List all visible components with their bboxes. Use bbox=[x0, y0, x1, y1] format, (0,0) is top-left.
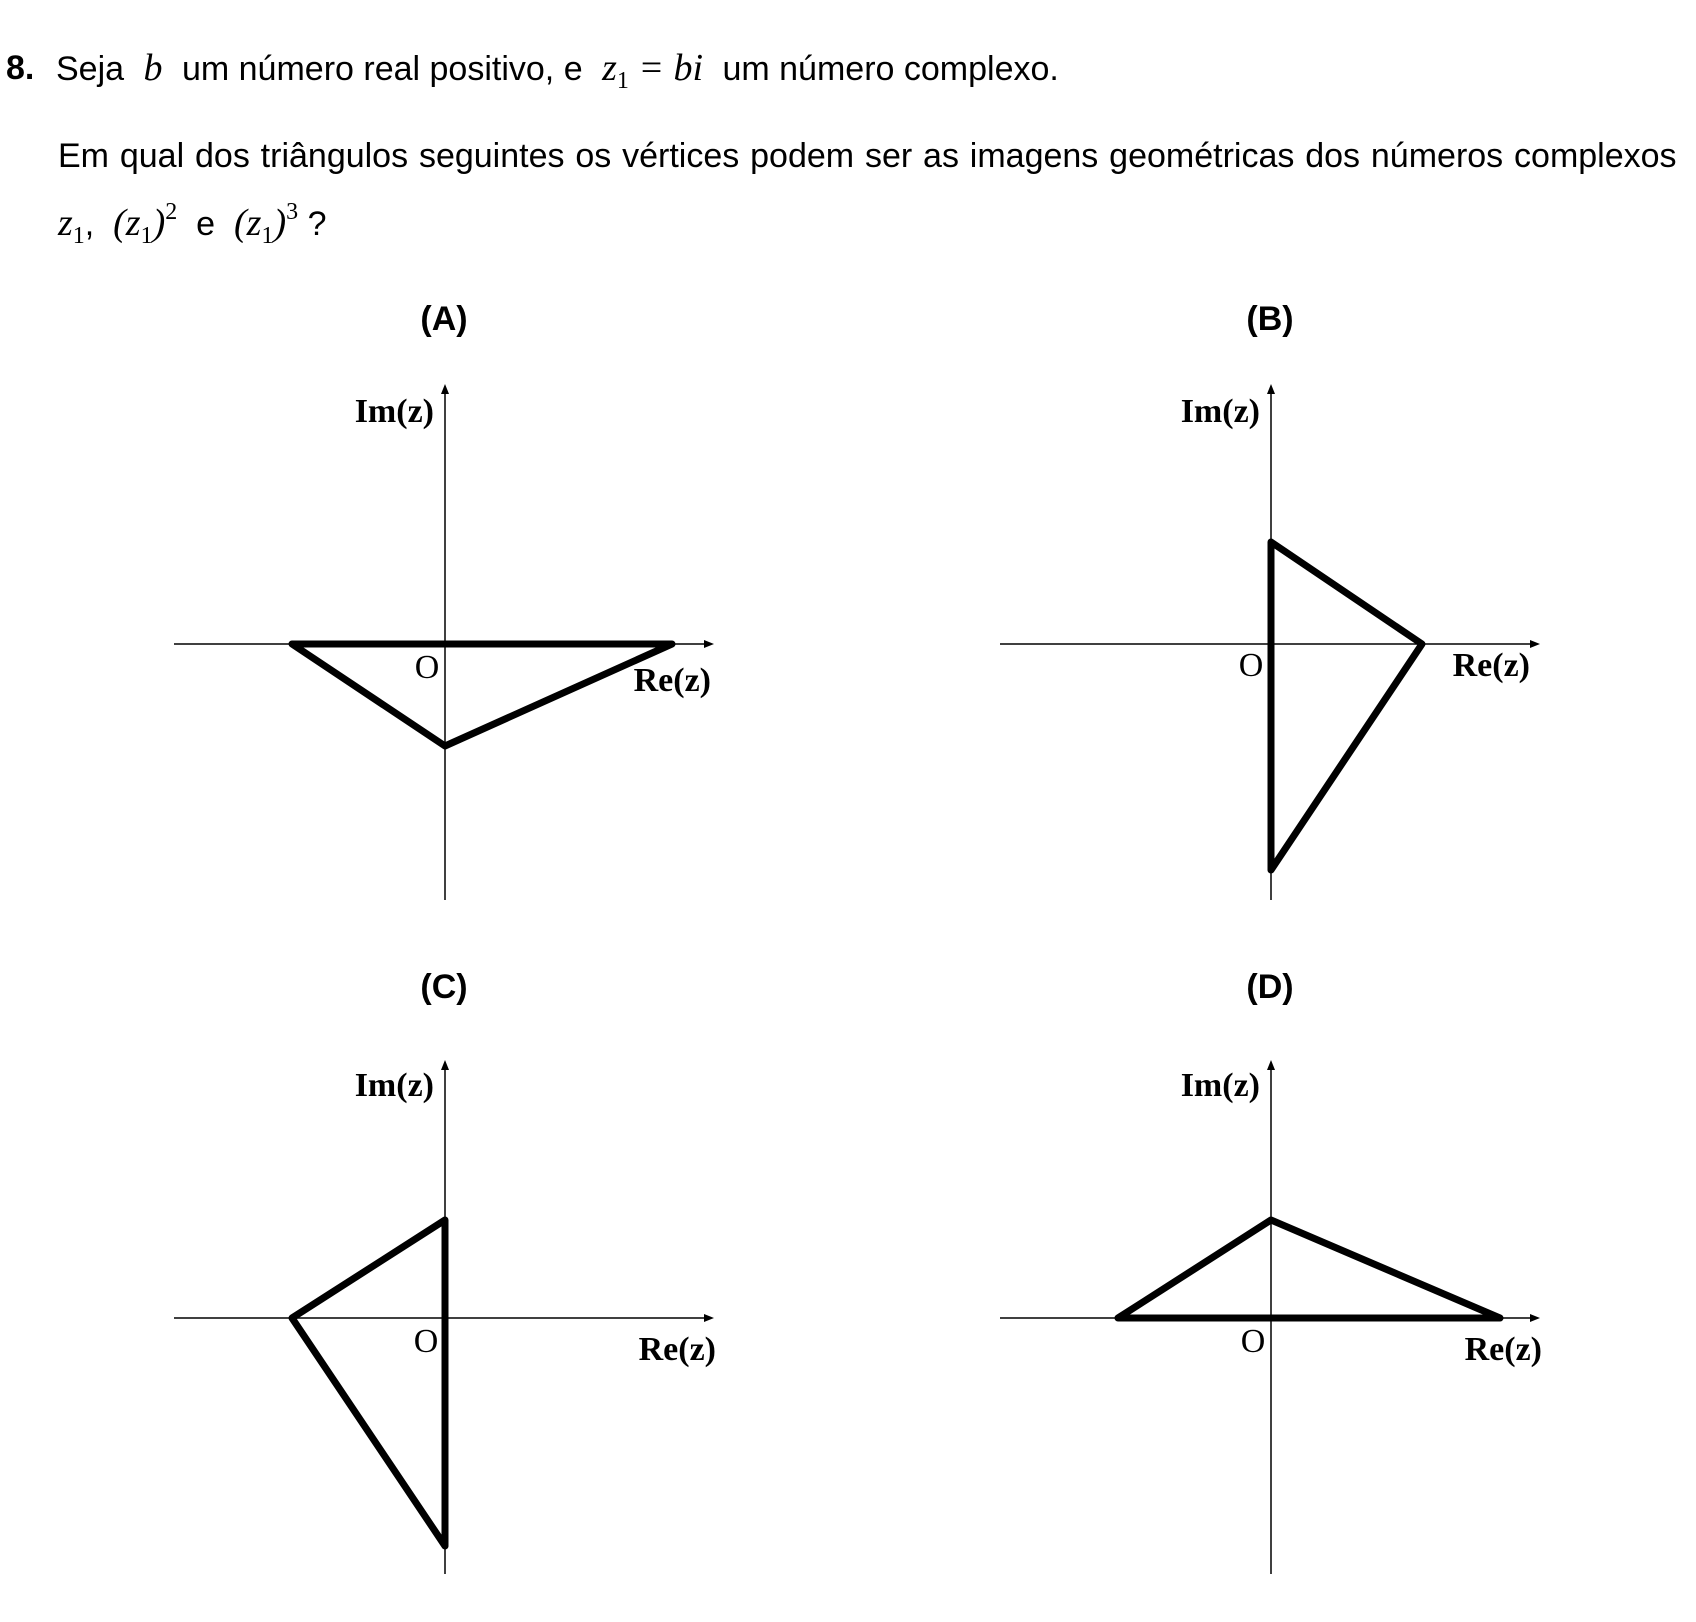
option-c-diagram: (C) Im(z) Re(z) O bbox=[144, 968, 744, 1588]
math-z1-term: z1 bbox=[58, 202, 85, 249]
re-axis-label: Re(z) bbox=[1453, 647, 1530, 684]
option-a-plot: Im(z) Re(z) O bbox=[174, 384, 714, 900]
triangle-d bbox=[1114, 1216, 1504, 1322]
re-axis-label: Re(z) bbox=[1465, 1331, 1542, 1368]
question-mark: ? bbox=[307, 205, 327, 243]
text-em-qual: Em qual dos triângulos seguintes os vért… bbox=[58, 137, 1677, 175]
im-axis-arrow bbox=[1267, 1060, 1275, 1070]
im-axis-label: Im(z) bbox=[355, 393, 434, 430]
option-d-diagram: (D) Im(z) Re(z) O bbox=[970, 968, 1570, 1588]
im-axis-label: Im(z) bbox=[355, 1067, 434, 1104]
text-real-positivo: um número real positivo, e bbox=[181, 50, 583, 88]
origin-label: O bbox=[1241, 1323, 1266, 1360]
re-axis-label: Re(z) bbox=[639, 1331, 716, 1368]
im-axis-label: Im(z) bbox=[1181, 393, 1260, 430]
triangle-c bbox=[288, 1216, 449, 1550]
option-b-diagram: (B) Im(z) Re(z) O bbox=[970, 300, 1570, 920]
re-axis-arrow bbox=[1530, 1314, 1540, 1322]
origin-label: O bbox=[415, 649, 440, 686]
option-d-plot: Im(z) Re(z) O bbox=[1000, 1060, 1542, 1574]
re-axis-arrow bbox=[704, 1314, 714, 1322]
re-axis-arrow bbox=[1530, 640, 1540, 648]
question-number: 8. bbox=[6, 49, 35, 87]
option-b-plot: Im(z) Re(z) O bbox=[1000, 384, 1540, 900]
option-c-label: (C) bbox=[420, 968, 468, 1006]
triangle-a bbox=[288, 640, 676, 750]
var-b: b bbox=[143, 47, 163, 89]
option-c-plot: Im(z) Re(z) O bbox=[174, 1060, 716, 1574]
origin-label: O bbox=[414, 1323, 439, 1360]
question-line-1: Seja b um número real positivo, e z1 = b… bbox=[56, 48, 1059, 101]
math-z1-cubed: (z1)3 bbox=[234, 199, 299, 249]
im-axis-arrow bbox=[441, 384, 449, 394]
origin-label: O bbox=[1239, 647, 1264, 684]
re-axis-arrow bbox=[704, 640, 714, 648]
comma: , bbox=[84, 205, 95, 243]
option-b-label: (B) bbox=[1246, 300, 1294, 338]
question-body: Em qual dos triângulos seguintes os vért… bbox=[58, 128, 1686, 264]
triangle-b bbox=[1267, 538, 1426, 874]
text-numero-complexo: um número complexo. bbox=[722, 50, 1059, 88]
text-e: e bbox=[196, 205, 216, 243]
text-seja: Seja bbox=[56, 50, 125, 88]
option-a-diagram: (A) Im(z) Re(z) O bbox=[144, 300, 744, 920]
im-axis-label: Im(z) bbox=[1181, 1067, 1260, 1104]
re-axis-label: Re(z) bbox=[634, 662, 711, 699]
im-axis-arrow bbox=[1267, 384, 1275, 394]
math-eq-bi: = bi bbox=[638, 47, 704, 89]
math-z1: z1 bbox=[602, 47, 629, 94]
im-axis-arrow bbox=[441, 1060, 449, 1070]
math-z1-squared: (z1)2 bbox=[113, 199, 178, 249]
option-a-label: (A) bbox=[420, 300, 468, 338]
option-d-label: (D) bbox=[1246, 968, 1294, 1006]
